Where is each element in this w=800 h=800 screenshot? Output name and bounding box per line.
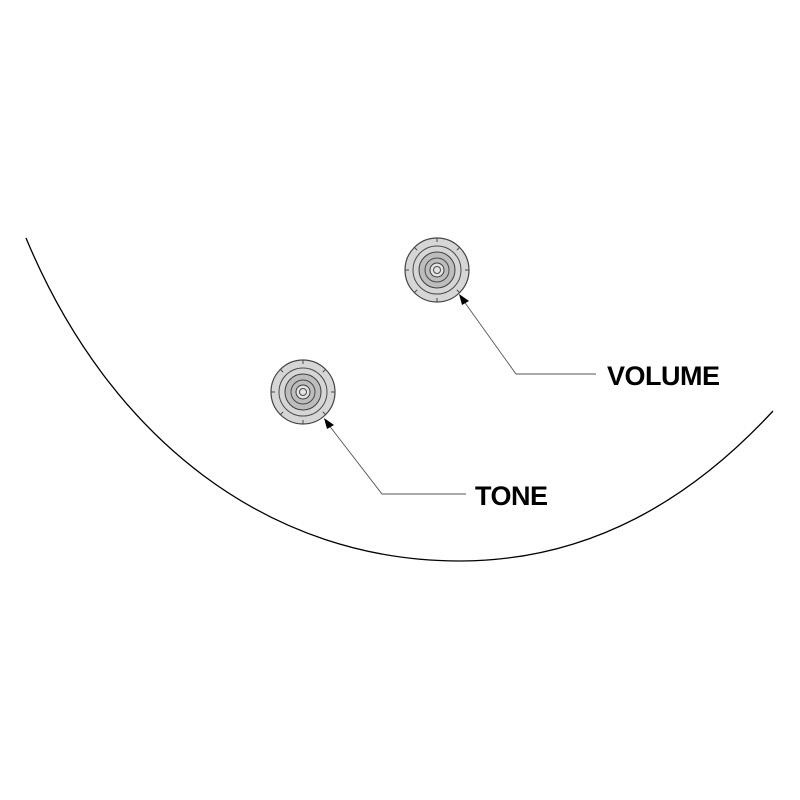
volume-arrowhead-icon xyxy=(459,294,469,305)
volume-label: VOLUME xyxy=(607,361,720,391)
tone-label: TONE xyxy=(475,481,548,511)
volume-leader-line xyxy=(462,299,596,375)
tone-arrowhead-icon xyxy=(324,418,334,429)
tone-leader-line xyxy=(327,423,466,495)
guitar-body-outline xyxy=(25,237,774,562)
tone-knob-icon xyxy=(270,359,336,425)
volume-knob-icon xyxy=(404,237,470,303)
